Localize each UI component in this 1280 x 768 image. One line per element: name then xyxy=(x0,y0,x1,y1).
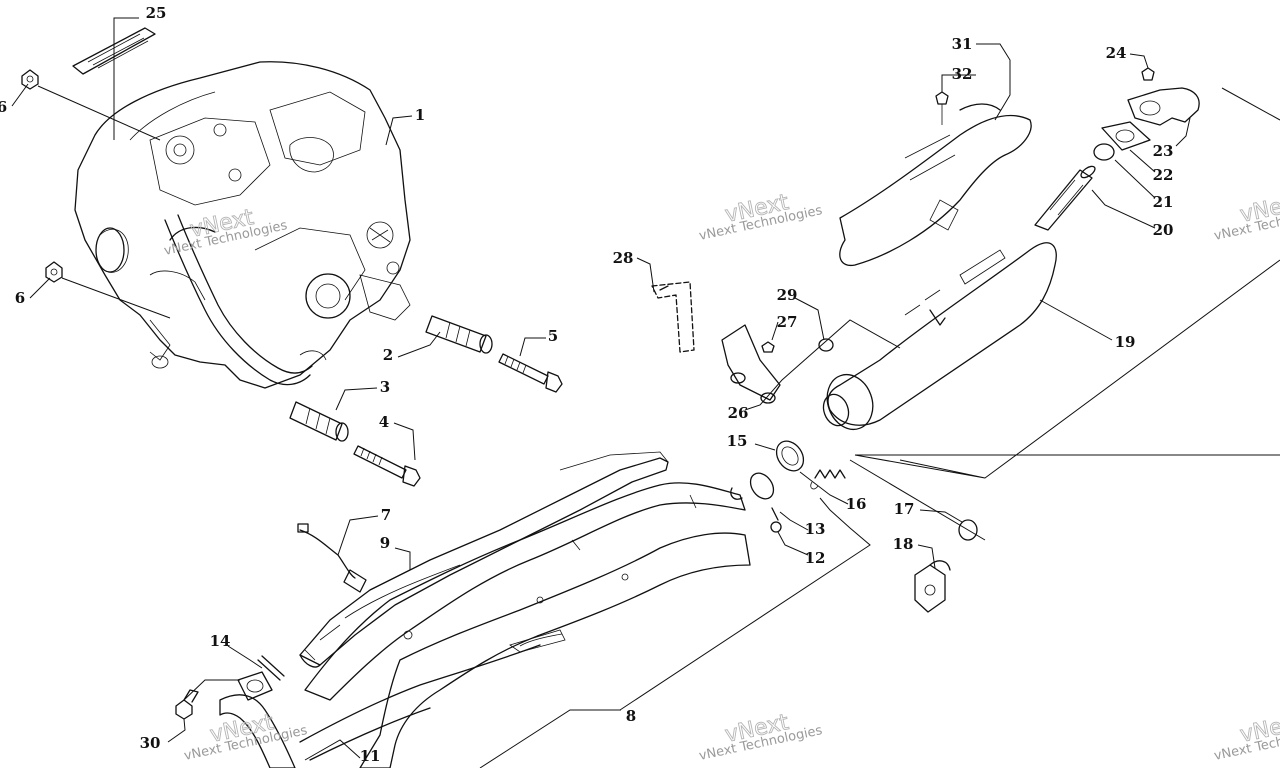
sleeve-lower xyxy=(289,401,349,442)
callout-8: 8 xyxy=(626,707,636,725)
callout-18: 18 xyxy=(893,535,914,553)
muffler-heat-shield xyxy=(839,103,1032,267)
callout-28: 28 xyxy=(613,249,634,267)
callout-17: 17 xyxy=(894,500,915,518)
callout-20: 20 xyxy=(1153,221,1174,239)
callout-labels: 2516625347914301182829272615161312171831… xyxy=(0,4,1173,765)
outlet-gasket xyxy=(1101,121,1151,151)
flange-bolt xyxy=(175,689,199,720)
frame-tab xyxy=(651,281,695,353)
heat-shield xyxy=(299,451,669,668)
oring-seal xyxy=(1093,143,1115,161)
exhaust-spring xyxy=(810,469,846,490)
bolt-upper xyxy=(498,353,563,393)
header-pipe-rear xyxy=(359,532,751,768)
header-flange xyxy=(237,655,285,701)
mount-isolator xyxy=(958,519,978,541)
sleeve-upper xyxy=(425,315,493,354)
header-pipe-front xyxy=(304,482,746,701)
exhaust-gasket xyxy=(775,440,805,472)
callout-23: 23 xyxy=(1153,142,1174,160)
callout-31: 31 xyxy=(952,35,973,53)
callout-30: 30 xyxy=(140,734,161,752)
callout-32: 32 xyxy=(952,65,973,83)
oxygen-sensor xyxy=(297,523,367,593)
callout-9: 9 xyxy=(380,534,390,552)
muffler xyxy=(822,242,1057,431)
bracket-screw xyxy=(761,341,775,353)
callout-24: 24 xyxy=(1106,44,1127,62)
nut-upper xyxy=(21,69,39,90)
callout-26: 26 xyxy=(728,404,749,422)
clamp-ring xyxy=(730,472,775,500)
callout-22: 22 xyxy=(1153,166,1174,184)
shield-screw xyxy=(935,91,949,125)
spark-arrestor-screen xyxy=(1034,165,1096,231)
callout-3: 3 xyxy=(380,378,390,396)
callout-16: 16 xyxy=(846,495,867,513)
callout-11: 11 xyxy=(360,747,381,765)
bolt-lower xyxy=(353,445,421,487)
callout-19: 19 xyxy=(1115,333,1136,351)
header-pipe-lower xyxy=(219,644,541,768)
outlet-screw xyxy=(1141,67,1155,81)
nut-lower xyxy=(45,261,63,283)
tail-pipe-outlet xyxy=(1127,87,1200,126)
callout-1: 1 xyxy=(415,106,425,124)
callout-12: 12 xyxy=(805,549,826,567)
callout-27: 27 xyxy=(777,313,798,331)
leader-lines xyxy=(11,17,1280,768)
callout-21: 21 xyxy=(1153,193,1174,211)
engine-assembly xyxy=(74,61,411,389)
callout-6: 6 xyxy=(0,98,7,116)
callout-7: 7 xyxy=(381,506,391,524)
callout-5: 5 xyxy=(548,327,558,345)
callout-14: 14 xyxy=(210,632,231,650)
callout-6: 6 xyxy=(15,289,25,307)
rubber-grommet xyxy=(818,338,834,352)
mounting-bracket xyxy=(721,324,781,404)
washer-bolt xyxy=(770,507,782,533)
mount-bracket xyxy=(914,560,951,613)
callout-4: 4 xyxy=(379,413,389,431)
callout-25: 25 xyxy=(146,4,167,22)
callout-29: 29 xyxy=(777,286,798,304)
callout-2: 2 xyxy=(383,346,393,364)
callout-13: 13 xyxy=(805,520,826,538)
callout-15: 15 xyxy=(727,432,748,450)
